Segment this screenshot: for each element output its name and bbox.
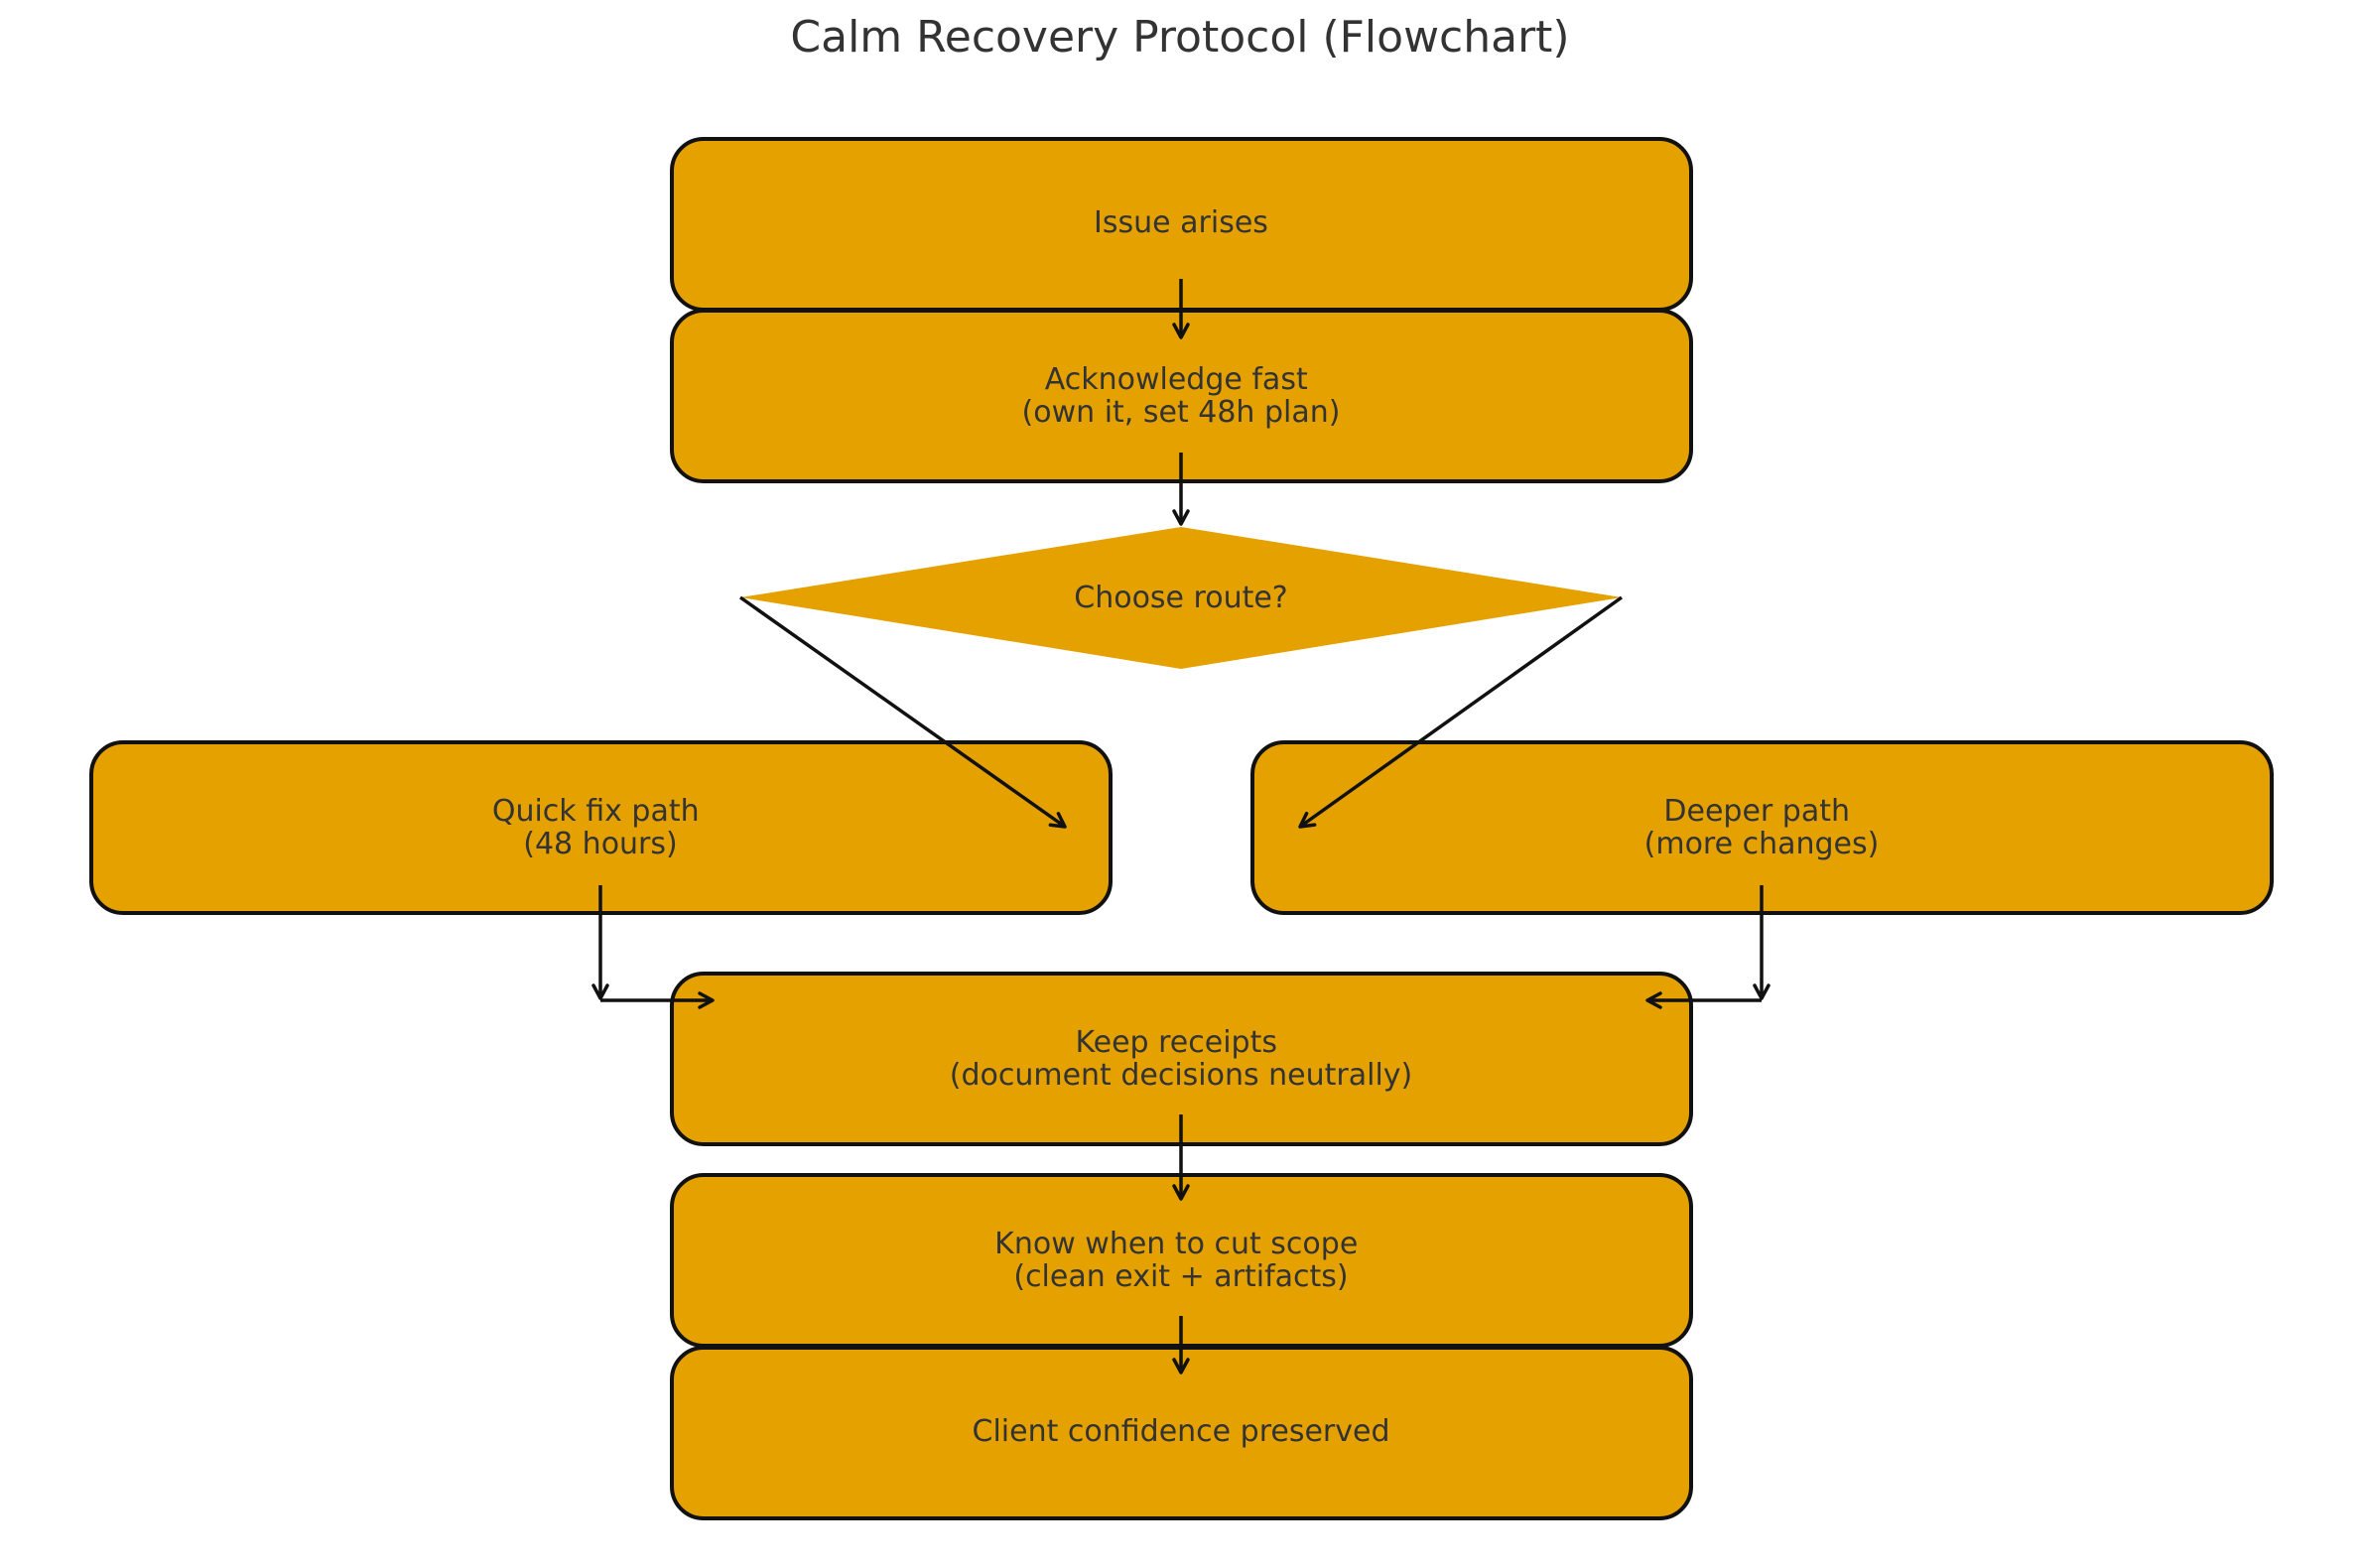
node-cut-scope: Know when to cut scope (clean exit + art… xyxy=(670,1173,1693,1348)
node-acknowledge-fast: Acknowledge fast (own it, set 48h plan) xyxy=(670,309,1693,483)
node-acknowledge-fast-line-1: Acknowledge fast xyxy=(1045,362,1308,397)
node-deeper-path: Deeper path (more changes) xyxy=(1250,740,2274,915)
node-choose-route: Choose route? xyxy=(740,527,1622,669)
node-issue-arises-label: Issue arises xyxy=(1094,205,1268,240)
edges-layer xyxy=(591,279,1771,1374)
node-client-confidence-label: Client confidence preserved xyxy=(973,1414,1390,1449)
node-deeper-path-line-1: Deeper path xyxy=(1663,794,1850,829)
node-quick-fix-path-label: Quick fix path (48 hours) xyxy=(492,794,709,861)
node-keep-receipts-line-1: Keep receipts xyxy=(1075,1025,1277,1060)
node-keep-receipts: Keep receipts (document decisions neutra… xyxy=(670,972,1693,1146)
node-choose-route-line-1: Choose route? xyxy=(1074,581,1287,615)
node-issue-arises-line-1: Issue arises xyxy=(1094,205,1268,240)
node-issue-arises: Issue arises xyxy=(670,137,1693,312)
node-deeper-path-label: Deeper path (more changes) xyxy=(1644,794,1880,861)
node-keep-receipts-label: Keep receipts (document decisions neutra… xyxy=(950,1025,1413,1093)
edge-choose-to-deeper xyxy=(1298,595,1624,829)
node-acknowledge-fast-line-2: (own it, set 48h plan) xyxy=(1022,395,1341,430)
node-quick-fix-path-line-1: Quick fix path xyxy=(492,794,700,829)
node-quick-fix-path: Quick fix path (48 hours) xyxy=(89,740,1113,915)
node-quick-fix-path-line-2: (48 hours) xyxy=(523,827,677,861)
edge-choose-to-quick-fix xyxy=(738,595,1067,829)
node-cut-scope-line-2: (clean exit + artifacts) xyxy=(1013,1259,1348,1294)
node-client-confidence-line-1: Client confidence preserved xyxy=(973,1414,1390,1449)
node-keep-receipts-line-2: (document decisions neutrally) xyxy=(950,1058,1413,1093)
node-cut-scope-label: Know when to cut scope (clean exit + art… xyxy=(994,1227,1368,1294)
node-client-confidence: Client confidence preserved xyxy=(670,1346,1693,1520)
nodes-layer: Issue arises Acknowledge fast (own it, s… xyxy=(89,137,2274,1520)
node-acknowledge-fast-label: Acknowledge fast (own it, set 48h plan) xyxy=(1022,362,1341,430)
diagram-title: Calm Recovery Protocol (Flowchart) xyxy=(790,12,1569,63)
node-choose-route-label: Choose route? xyxy=(1074,581,1287,615)
node-cut-scope-line-1: Know when to cut scope xyxy=(994,1227,1358,1261)
node-choose-route-diamond xyxy=(740,527,1622,669)
node-deeper-path-line-2: (more changes) xyxy=(1644,827,1880,861)
